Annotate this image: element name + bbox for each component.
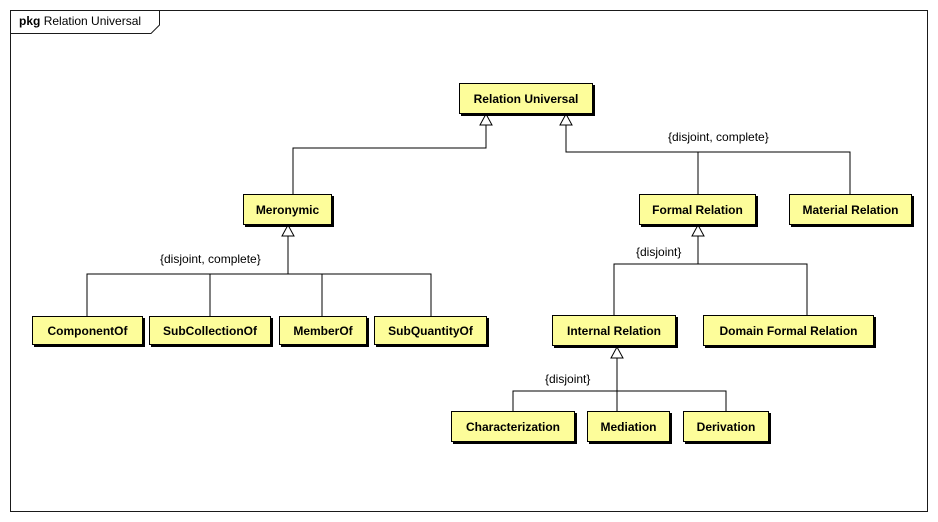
class-derivation[interactable]: Derivation (683, 411, 769, 442)
package-tab: pkg Relation Universal (10, 10, 160, 34)
class-sub-collection-of[interactable]: SubCollectionOf (149, 316, 271, 345)
constraint-label: {disjoint, complete} (160, 252, 261, 266)
package-frame (10, 10, 928, 512)
class-meronymic[interactable]: Meronymic (243, 194, 332, 225)
inheritance-arrowhead (479, 112, 493, 126)
class-characterization[interactable]: Characterization (451, 411, 575, 442)
class-material-relation[interactable]: Material Relation (789, 194, 912, 225)
gen-line-formal-material (565, 125, 851, 195)
class-sub-quantity-of[interactable]: SubQuantityOf (374, 316, 487, 345)
constraint-label: {disjoint, complete} (668, 130, 769, 144)
inheritance-arrowhead (610, 345, 624, 359)
class-component-of[interactable]: ComponentOf (32, 316, 143, 345)
class-internal-relation[interactable]: Internal Relation (552, 315, 676, 346)
class-formal-relation[interactable]: Formal Relation (639, 194, 756, 225)
class-member-of[interactable]: MemberOf (279, 316, 367, 345)
class-mediation[interactable]: Mediation (587, 411, 670, 442)
gen-line-formal-children (613, 263, 808, 316)
gen-line-meronymic (292, 125, 487, 195)
constraint-label: {disjoint} (545, 372, 591, 386)
gen-line-internal-children (512, 390, 727, 412)
package-tab-outline (10, 10, 160, 34)
inheritance-arrowhead (691, 223, 705, 237)
gen-line-meronymic-parts (86, 273, 432, 316)
package-name: Relation Universal (43, 14, 142, 28)
inheritance-arrowhead (281, 223, 295, 237)
constraint-label: {disjoint} (636, 245, 682, 259)
inheritance-arrowhead (559, 112, 573, 126)
class-relation-universal[interactable]: Relation Universal (459, 83, 593, 114)
class-domain-formal-relation[interactable]: Domain Formal Relation (703, 315, 874, 346)
package-keyword: pkg (19, 14, 41, 28)
